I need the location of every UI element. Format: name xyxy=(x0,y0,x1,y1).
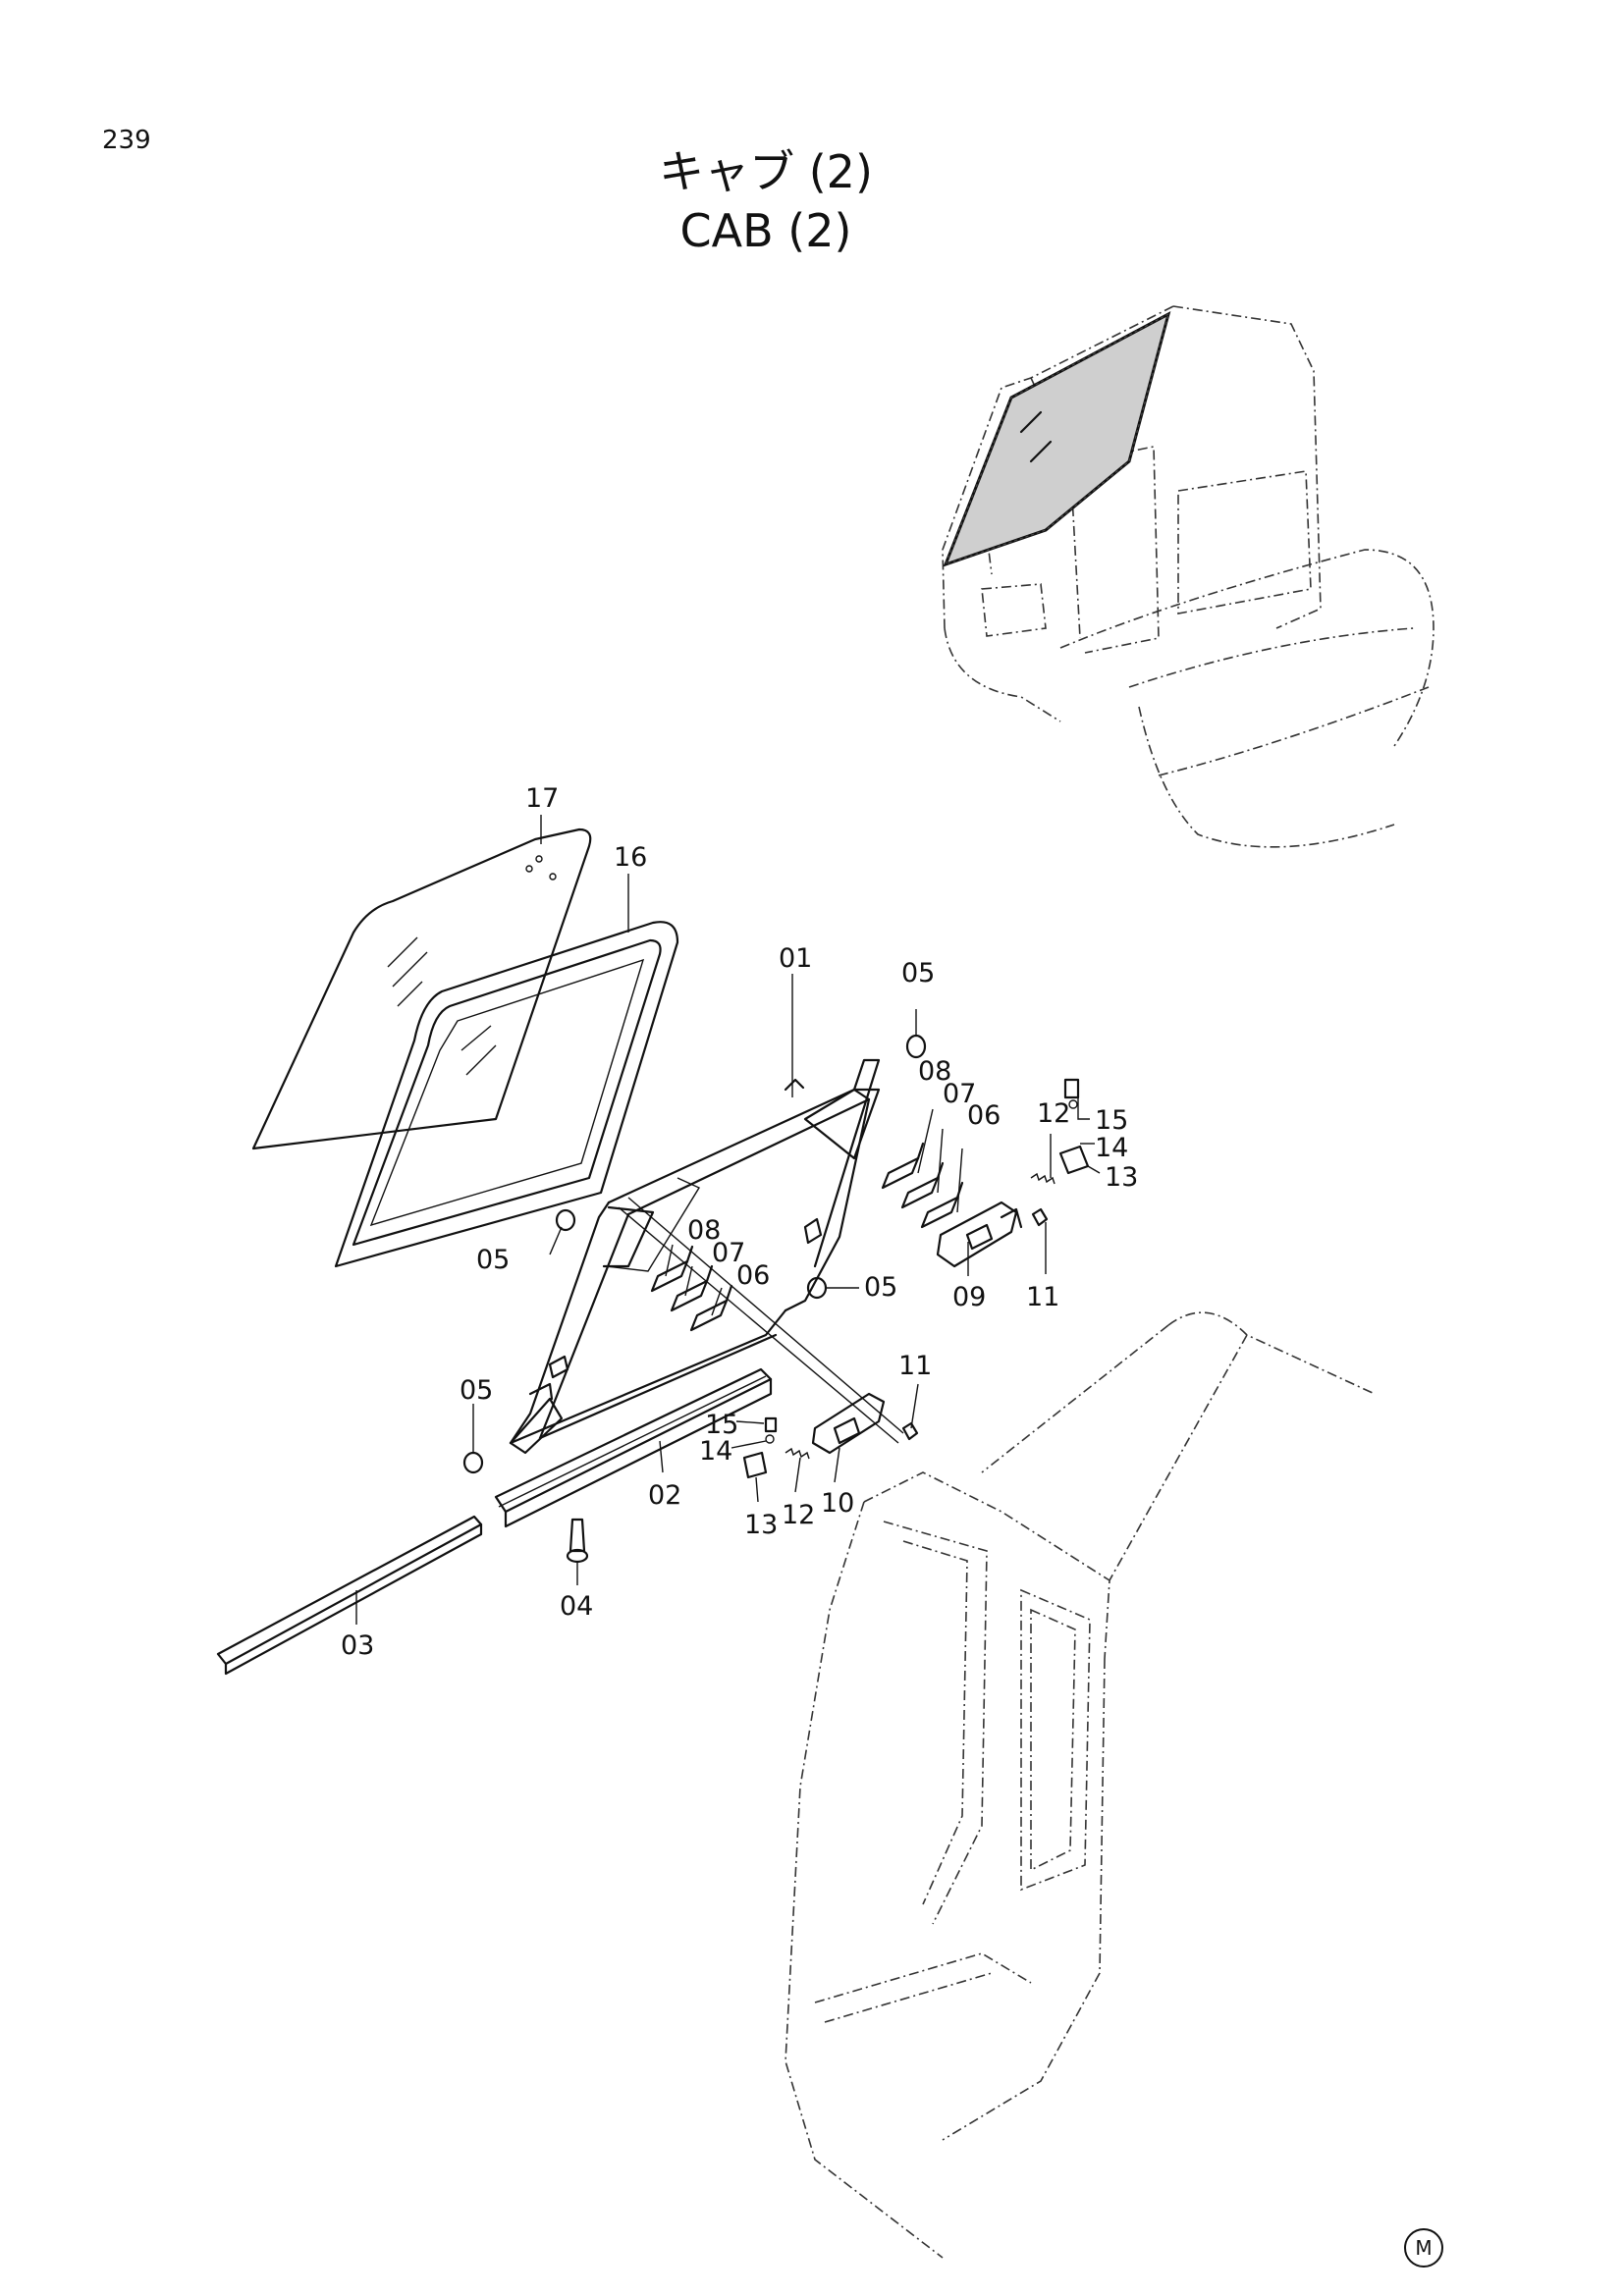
callout-17: 17 xyxy=(525,783,559,814)
callout-03: 03 xyxy=(341,1630,374,1661)
callout-15-right: 15 xyxy=(1095,1105,1128,1136)
callout-15-lower: 15 xyxy=(705,1410,738,1440)
callout-09: 09 xyxy=(952,1282,986,1312)
page-title-english: CAB (2) xyxy=(679,204,852,257)
callout-10: 10 xyxy=(821,1488,854,1519)
callout-04: 04 xyxy=(560,1591,593,1622)
callout-06-mid: 06 xyxy=(736,1260,770,1291)
clips-06-07-08-mid xyxy=(650,1245,733,1332)
callout-11-lower: 11 xyxy=(898,1351,932,1381)
part-01-window-frame xyxy=(509,1058,904,1455)
page-number: 239 xyxy=(102,126,151,155)
part-10-latch-plate xyxy=(811,1392,886,1455)
part-16-seal xyxy=(334,921,679,1268)
cab-overview-illustration xyxy=(942,305,1435,848)
callout-12-right: 12 xyxy=(1037,1098,1070,1129)
part-17-glass xyxy=(251,828,592,1150)
callout-16: 16 xyxy=(614,842,647,873)
registered-mark-badge: M xyxy=(1404,2228,1443,2268)
callout-05-left: 05 xyxy=(476,1245,510,1275)
part-03-strip xyxy=(216,1515,483,1676)
callout-05-bottom: 05 xyxy=(460,1375,493,1406)
callout-08-right: 08 xyxy=(918,1056,951,1087)
callout-13-right: 13 xyxy=(1105,1162,1138,1193)
callout-06-right: 06 xyxy=(967,1100,1001,1131)
part-09-latch-plate xyxy=(936,1201,1023,1268)
cab-body-illustration xyxy=(785,1311,1376,2259)
callout-05-top: 05 xyxy=(901,958,935,988)
page-title-japanese: キャブ (2) xyxy=(659,145,873,198)
callout-02: 02 xyxy=(648,1480,681,1511)
callout-11-right: 11 xyxy=(1026,1282,1059,1312)
callout-05-right: 05 xyxy=(864,1272,897,1303)
callout-13-lower: 13 xyxy=(744,1510,778,1540)
callout-07-mid: 07 xyxy=(712,1238,745,1268)
callout-12-lower: 12 xyxy=(782,1500,815,1530)
part-04-screw xyxy=(566,1518,589,1564)
leader-lines xyxy=(355,815,1101,1625)
callout-14-lower: 14 xyxy=(699,1436,732,1467)
small-hardware xyxy=(742,1078,1090,1479)
callout-labels: 17 16 01 05 05 05 05 08 07 06 08 07 06 1… xyxy=(341,783,1138,1661)
callout-08-mid: 08 xyxy=(687,1215,721,1246)
callout-01: 01 xyxy=(779,943,812,974)
callout-07-right: 07 xyxy=(943,1079,976,1109)
part-02-channel xyxy=(494,1367,773,1528)
callout-14-right: 14 xyxy=(1095,1133,1128,1163)
